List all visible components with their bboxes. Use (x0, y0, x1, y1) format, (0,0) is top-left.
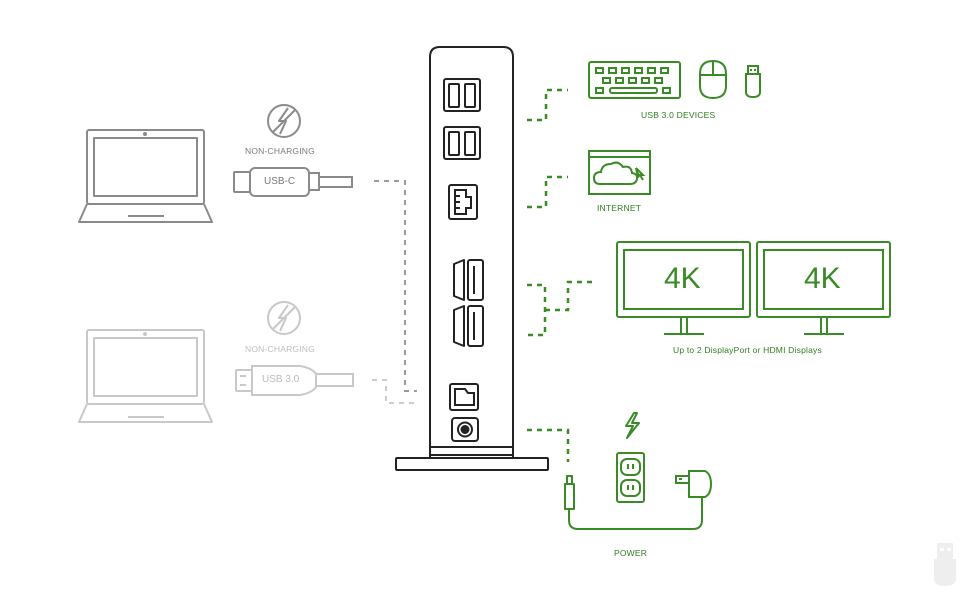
displays-label: Up to 2 DisplayPort or HDMI Displays (673, 345, 822, 355)
laptop-1-icon (78, 129, 213, 223)
browser-cloud-icon (588, 150, 651, 195)
laptop-1-cable-label: USB-C (264, 176, 296, 187)
wall-outlet-icon (616, 452, 645, 503)
monitor-1-resolution: 4K (664, 262, 701, 295)
ethernet-port (448, 184, 478, 220)
usb-c-cable-icon (233, 167, 353, 197)
usb-drive-icon (745, 65, 761, 99)
keyboard-icon (588, 61, 681, 99)
non-charging-icon (267, 104, 301, 138)
usb-devices-label: USB 3.0 DEVICES (641, 110, 716, 120)
laptop-1-charging-status: NON-CHARGING (245, 146, 315, 156)
usb-watermark-icon (934, 543, 956, 586)
usb-devices-connection-line (527, 88, 568, 122)
power-connection-line (527, 428, 570, 462)
upstream-usb-port (449, 383, 479, 411)
display-port-pair-2 (453, 305, 484, 347)
lightning-icon (625, 412, 640, 439)
docking-station (395, 46, 549, 471)
laptop-1-connection-line (374, 180, 417, 392)
internet-label: INTERNET (597, 203, 642, 213)
display-port-pair-1 (453, 259, 484, 301)
usb-a-port-pair-1 (443, 78, 481, 112)
mouse-icon (699, 59, 727, 100)
power-cable-icon (564, 475, 703, 530)
usb-a-port-pair-2 (443, 126, 481, 160)
monitor-2-icon (756, 241, 891, 335)
usb-3-cable-icon (235, 365, 354, 396)
power-adapter-icon (675, 470, 713, 498)
laptop-2-cable-label: USB 3.0 (262, 374, 300, 385)
internet-connection-line (527, 175, 568, 209)
displays-connection-line (527, 280, 595, 337)
laptop-2-icon (78, 329, 213, 423)
monitor-1-icon (616, 241, 751, 335)
monitor-2-resolution: 4K (804, 262, 841, 295)
non-charging-icon (267, 301, 301, 335)
laptop-2-charging-status: NON-CHARGING (245, 344, 315, 354)
dc-power-port (451, 417, 479, 442)
power-label: POWER (614, 548, 648, 558)
laptop-2-connection-line (372, 379, 417, 404)
